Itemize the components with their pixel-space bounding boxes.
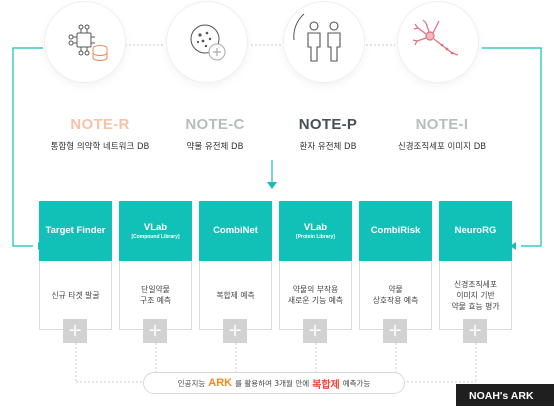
- note-i-desc: 신경조직세포 이미지 DB: [397, 142, 487, 152]
- module-desc: 약물 상호작용 예측: [372, 285, 419, 305]
- module-header: Target Finder: [39, 201, 112, 261]
- plus-button[interactable]: +: [223, 319, 247, 343]
- note-p-desc: 환자 유전체 DB: [299, 142, 357, 152]
- module-name: VLab: [143, 221, 168, 233]
- module-body: 단일약물 구조 예측: [119, 261, 192, 330]
- module-header: CombiNet: [199, 201, 272, 261]
- banner-mid: 를 활용하여 3개월 안에: [235, 378, 310, 388]
- network-database-icon: [68, 24, 108, 61]
- module-combirisk: CombiRisk 약물 상호작용 예측 +: [359, 201, 432, 373]
- module-name: NeuroRG: [454, 225, 497, 236]
- module-header: CombiRisk: [359, 201, 432, 261]
- module-combinet: CombiNet 복합제 예측 +: [199, 201, 272, 373]
- plus-button[interactable]: +: [383, 319, 407, 343]
- note-r-desc: 통합형 의약학 네트워크 DB: [50, 142, 150, 152]
- plus-button[interactable]: +: [303, 319, 327, 343]
- banner-post: 예측가능: [342, 378, 371, 388]
- note-c-title: NOTE-C: [185, 116, 245, 133]
- note-p-circle: [284, 2, 364, 82]
- note-r-title: NOTE-R: [70, 116, 130, 133]
- patients-icon: [293, 13, 341, 62]
- banner-ark: ARK: [208, 377, 233, 389]
- note-c-circle: [167, 2, 247, 82]
- module-vlab-compound: VLab [Compound Library] 단일약물 구조 예측 +: [119, 201, 192, 373]
- module-body: 약물 상호작용 예측: [359, 261, 432, 330]
- module-name: Target Finder: [45, 225, 106, 236]
- module-desc: 약물의 부작용 새로운 기능 예측: [287, 285, 344, 305]
- note-p-title: NOTE-P: [298, 116, 358, 133]
- banner-combo: 복합제: [312, 379, 340, 391]
- module-header: VLab [Compound Library]: [119, 201, 192, 261]
- module-header: NeuroRG: [439, 201, 512, 261]
- module-target-finder: Target Finder 신규 타겟 발굴 +: [39, 201, 112, 373]
- module-name: CombiNet: [213, 225, 258, 236]
- module-desc: 단일약물 구조 예측: [139, 285, 172, 305]
- module-subtitle: [Protein Library]: [296, 233, 335, 240]
- module-body: 신경조직세포 이미지 기반 약물 효능 평가: [439, 261, 512, 330]
- plus-button[interactable]: +: [463, 319, 487, 343]
- note-i-title: NOTE-I: [415, 116, 469, 133]
- plus-button[interactable]: +: [63, 319, 87, 343]
- module-name: VLab: [303, 221, 328, 233]
- module-body: 복합제 예측: [199, 261, 272, 330]
- noahs-ark-label: NOAH's ARK: [456, 384, 554, 406]
- drug-molecule-icon: [190, 24, 226, 61]
- module-vlab-protein: VLab [Protein Library] 약물의 부작용 새로운 기능 예측…: [279, 201, 352, 373]
- module-header: VLab [Protein Library]: [279, 201, 352, 261]
- module-subtitle: [Compound Library]: [131, 233, 180, 240]
- module-body: 신규 타겟 발굴: [39, 261, 112, 330]
- module-neurorg: NeuroRG 신경조직세포 이미지 기반 약물 효능 평가 +: [439, 201, 512, 373]
- module-desc: 복합제 예측: [216, 290, 255, 300]
- ark-banner: 인공지능 ARK 를 활용하여 3개월 안에 복합제 예측가능: [143, 372, 405, 394]
- note-r-circle: [45, 2, 125, 82]
- module-desc: 신규 타겟 발굴: [51, 290, 100, 300]
- note-i-circle: [398, 2, 478, 82]
- banner-pre: 인공지능: [177, 378, 206, 388]
- module-name: CombiRisk: [370, 225, 421, 236]
- module-desc: 신경조직세포 이미지 기반 약물 효능 평가: [451, 279, 500, 311]
- note-c-desc: 약물 유전체 DB: [186, 142, 244, 152]
- neuron-cell-icon: [412, 19, 459, 56]
- plus-button[interactable]: +: [143, 319, 167, 343]
